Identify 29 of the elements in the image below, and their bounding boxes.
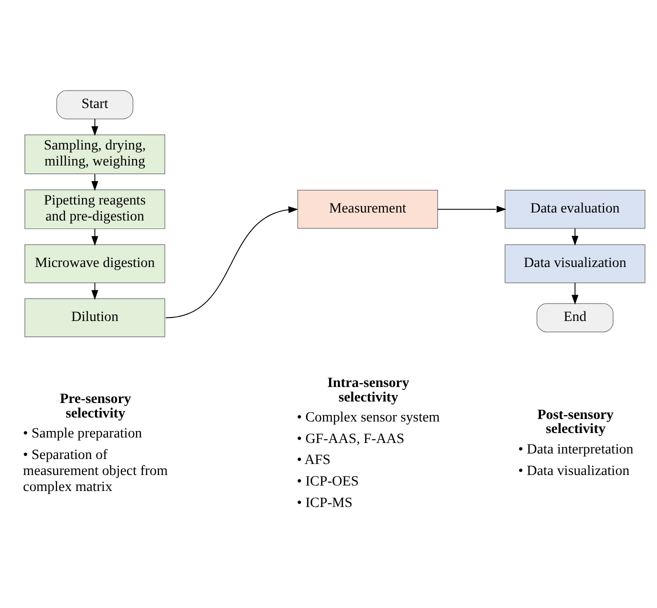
arrow (91, 282, 98, 300)
label: • ICP-MS (296, 494, 353, 510)
label: • Complex sensor system (296, 409, 440, 426)
node-box: Sampling, drying, milling, weighing (24, 134, 166, 174)
arrow (165, 206, 298, 318)
arrow (437, 205, 506, 212)
label: • AFS (296, 452, 331, 468)
arrow (91, 228, 98, 246)
node-box: Data evaluation (504, 189, 646, 228)
node-box: Measurement (297, 189, 438, 228)
node-box: Dilution (24, 298, 166, 337)
label: • Separation of measurement object from complex matrix (23, 446, 168, 494)
node-box: End (536, 302, 614, 332)
label: • Data visualization (518, 462, 630, 478)
node-box: Start (56, 90, 134, 119)
label: • ICP-OES (296, 473, 359, 489)
node-box: Pipetting reagents and pre-digestion (24, 188, 166, 229)
label: Intra-sensory selectivity (327, 374, 410, 405)
label: • Data interpretation (518, 441, 634, 458)
label: • Sample preparation (23, 425, 142, 442)
arrow (572, 228, 578, 246)
label: • GF-AAS, F-AAS (296, 430, 404, 446)
label: Post-sensory selectivity (537, 406, 614, 437)
node-box: Microwave digestion (24, 244, 166, 283)
label: Pre-sensory selectivity (60, 390, 132, 421)
arrow (572, 282, 578, 304)
arrow (91, 118, 98, 136)
arrow (91, 173, 98, 190)
node-box: Data visualization (504, 244, 646, 283)
